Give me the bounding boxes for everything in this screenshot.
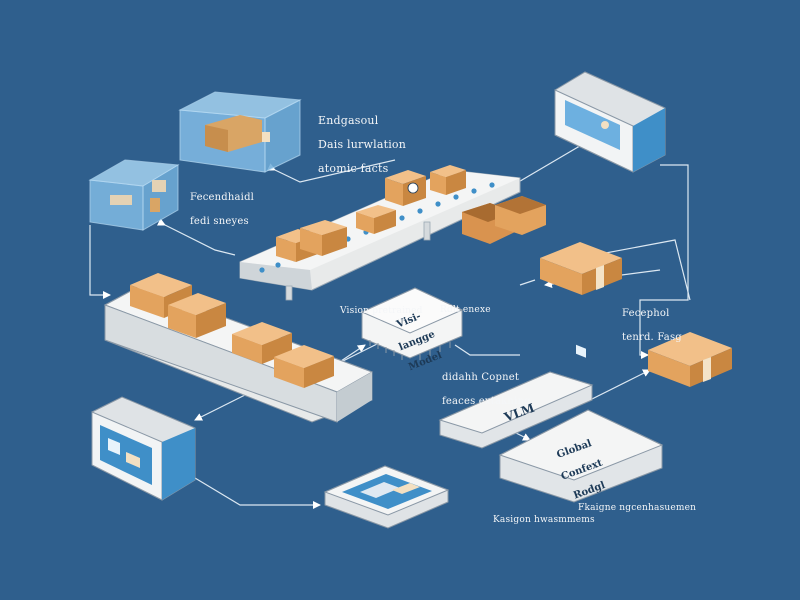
left-panel-note-line-1: Fecendhaidl — [190, 192, 255, 203]
glass-cube-left — [88, 159, 180, 231]
connector-vision-to-context — [454, 344, 520, 356]
connector-right-box-loop — [594, 239, 691, 301]
bottom-caption-left: Kasigon hwasmmems — [493, 502, 595, 526]
connector-monitor-to-tablet — [189, 474, 321, 509]
global-context-block — [498, 409, 664, 503]
vision-model-line-2: langge — [397, 328, 437, 354]
global-model-line-2: Confext — [559, 457, 605, 483]
vlm-bar — [438, 371, 594, 449]
vision-model-caption-left: Vision pretrained — [340, 306, 423, 316]
monitor-bottom-left — [91, 396, 196, 501]
data-info-line-2: Dais lurwlation — [318, 138, 407, 151]
data-info-line-1: Endgasoul — [318, 114, 379, 127]
left-panel-note-line-2: fedi sneyes — [190, 216, 249, 227]
right-note-line-1: Fecephol — [622, 308, 670, 319]
connector-right-box-upper — [519, 279, 536, 286]
vision-model-chip — [360, 287, 464, 360]
connector-monitor-down — [639, 164, 689, 359]
bottom-caption-left-text: Kasigon hwasmmems — [493, 515, 595, 525]
connector-left-glass-up — [156, 218, 236, 256]
vision-model-line-1: Visi- — [395, 310, 423, 331]
vision-model-caption: Vision pretrained — [340, 293, 423, 317]
data-info-line-3: atomic facts — [318, 162, 389, 175]
box-right-lower — [648, 332, 732, 387]
right-note: Fecephol tenrd. Fasg — [622, 296, 682, 344]
global-model-line-1: Global — [555, 438, 594, 461]
context-caption: didahh Copnet feaces extakhing — [442, 360, 531, 408]
left-panel-note: Fecendhaidl fedi sneyes — [190, 180, 254, 228]
connector-glass-top-to-conveyor — [266, 159, 396, 183]
bottom-caption-right: Fkaigne ngcenhasuemen — [578, 490, 696, 514]
monitor-top-right — [554, 71, 666, 358]
connector-shelf-to-monitor — [194, 394, 246, 421]
glass-cube-top — [178, 91, 302, 173]
bottom-caption-right-text: Fkaigne ngcenhasuemen — [578, 503, 697, 513]
context-caption-line-2: feaces extakhing — [442, 396, 531, 407]
conveyor-boxes — [276, 165, 466, 262]
tablet-bottom — [323, 465, 450, 529]
shelf-boxes — [130, 273, 334, 388]
vision-model-caption-right-text: Rdlt enexe — [440, 305, 491, 315]
open-trays — [462, 196, 546, 244]
vision-model-caption-right: Rdlt enexe — [440, 292, 491, 316]
context-caption-line-1: didahh Copnet — [442, 372, 520, 383]
right-note-line-2: tenrd. Fasg — [622, 332, 682, 343]
connector-left-vertical — [89, 225, 111, 299]
box-right-middle — [540, 242, 622, 295]
data-info-label: Endgasoul Dais lurwlation atomic facts — [318, 103, 406, 175]
